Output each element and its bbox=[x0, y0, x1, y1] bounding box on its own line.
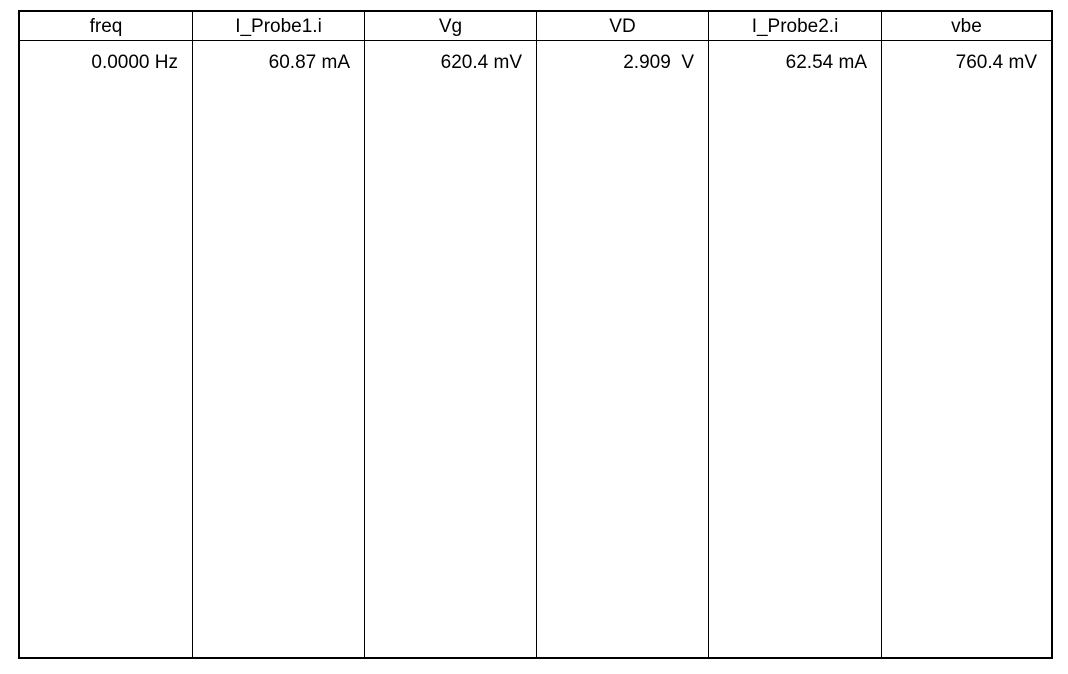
column-i-probe1: I_Probe1.i 60.87 mA bbox=[193, 12, 365, 657]
table-cell: 0.0000 Hz bbox=[91, 52, 178, 73]
column-header: VD bbox=[609, 16, 636, 37]
table-cell: 620.4 mV bbox=[440, 52, 522, 73]
column-vg: Vg 620.4 mV bbox=[365, 12, 537, 657]
column-vd: VD 2.909 V bbox=[537, 12, 709, 657]
column-vbe: vbe 760.4 mV bbox=[882, 12, 1051, 657]
column-header: Vg bbox=[438, 16, 463, 37]
table-cell: 62.54 mA bbox=[785, 52, 867, 73]
results-table: freq 0.0000 Hz I_Probe1.i 60.87 mA Vg 62… bbox=[18, 10, 1053, 659]
table-cell: 760.4 mV bbox=[955, 52, 1037, 73]
table-cell: 2.909 V bbox=[623, 52, 694, 73]
column-header: vbe bbox=[951, 16, 982, 37]
column-i-probe2: I_Probe2.i 62.54 mA bbox=[709, 12, 882, 657]
header-divider bbox=[20, 40, 1051, 41]
column-header: I_Probe2.i bbox=[751, 16, 839, 37]
column-header: I_Probe1.i bbox=[235, 16, 322, 37]
column-header: freq bbox=[89, 16, 123, 37]
table-cell: 60.87 mA bbox=[268, 52, 350, 73]
column-freq: freq 0.0000 Hz bbox=[20, 12, 193, 657]
